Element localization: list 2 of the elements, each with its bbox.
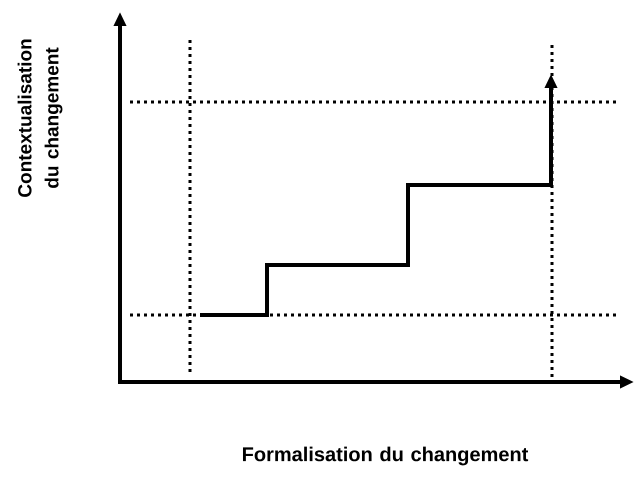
axis-title: Formalisation du changement <box>242 446 528 466</box>
axis-title: Contextualisation du changement <box>18 39 62 197</box>
